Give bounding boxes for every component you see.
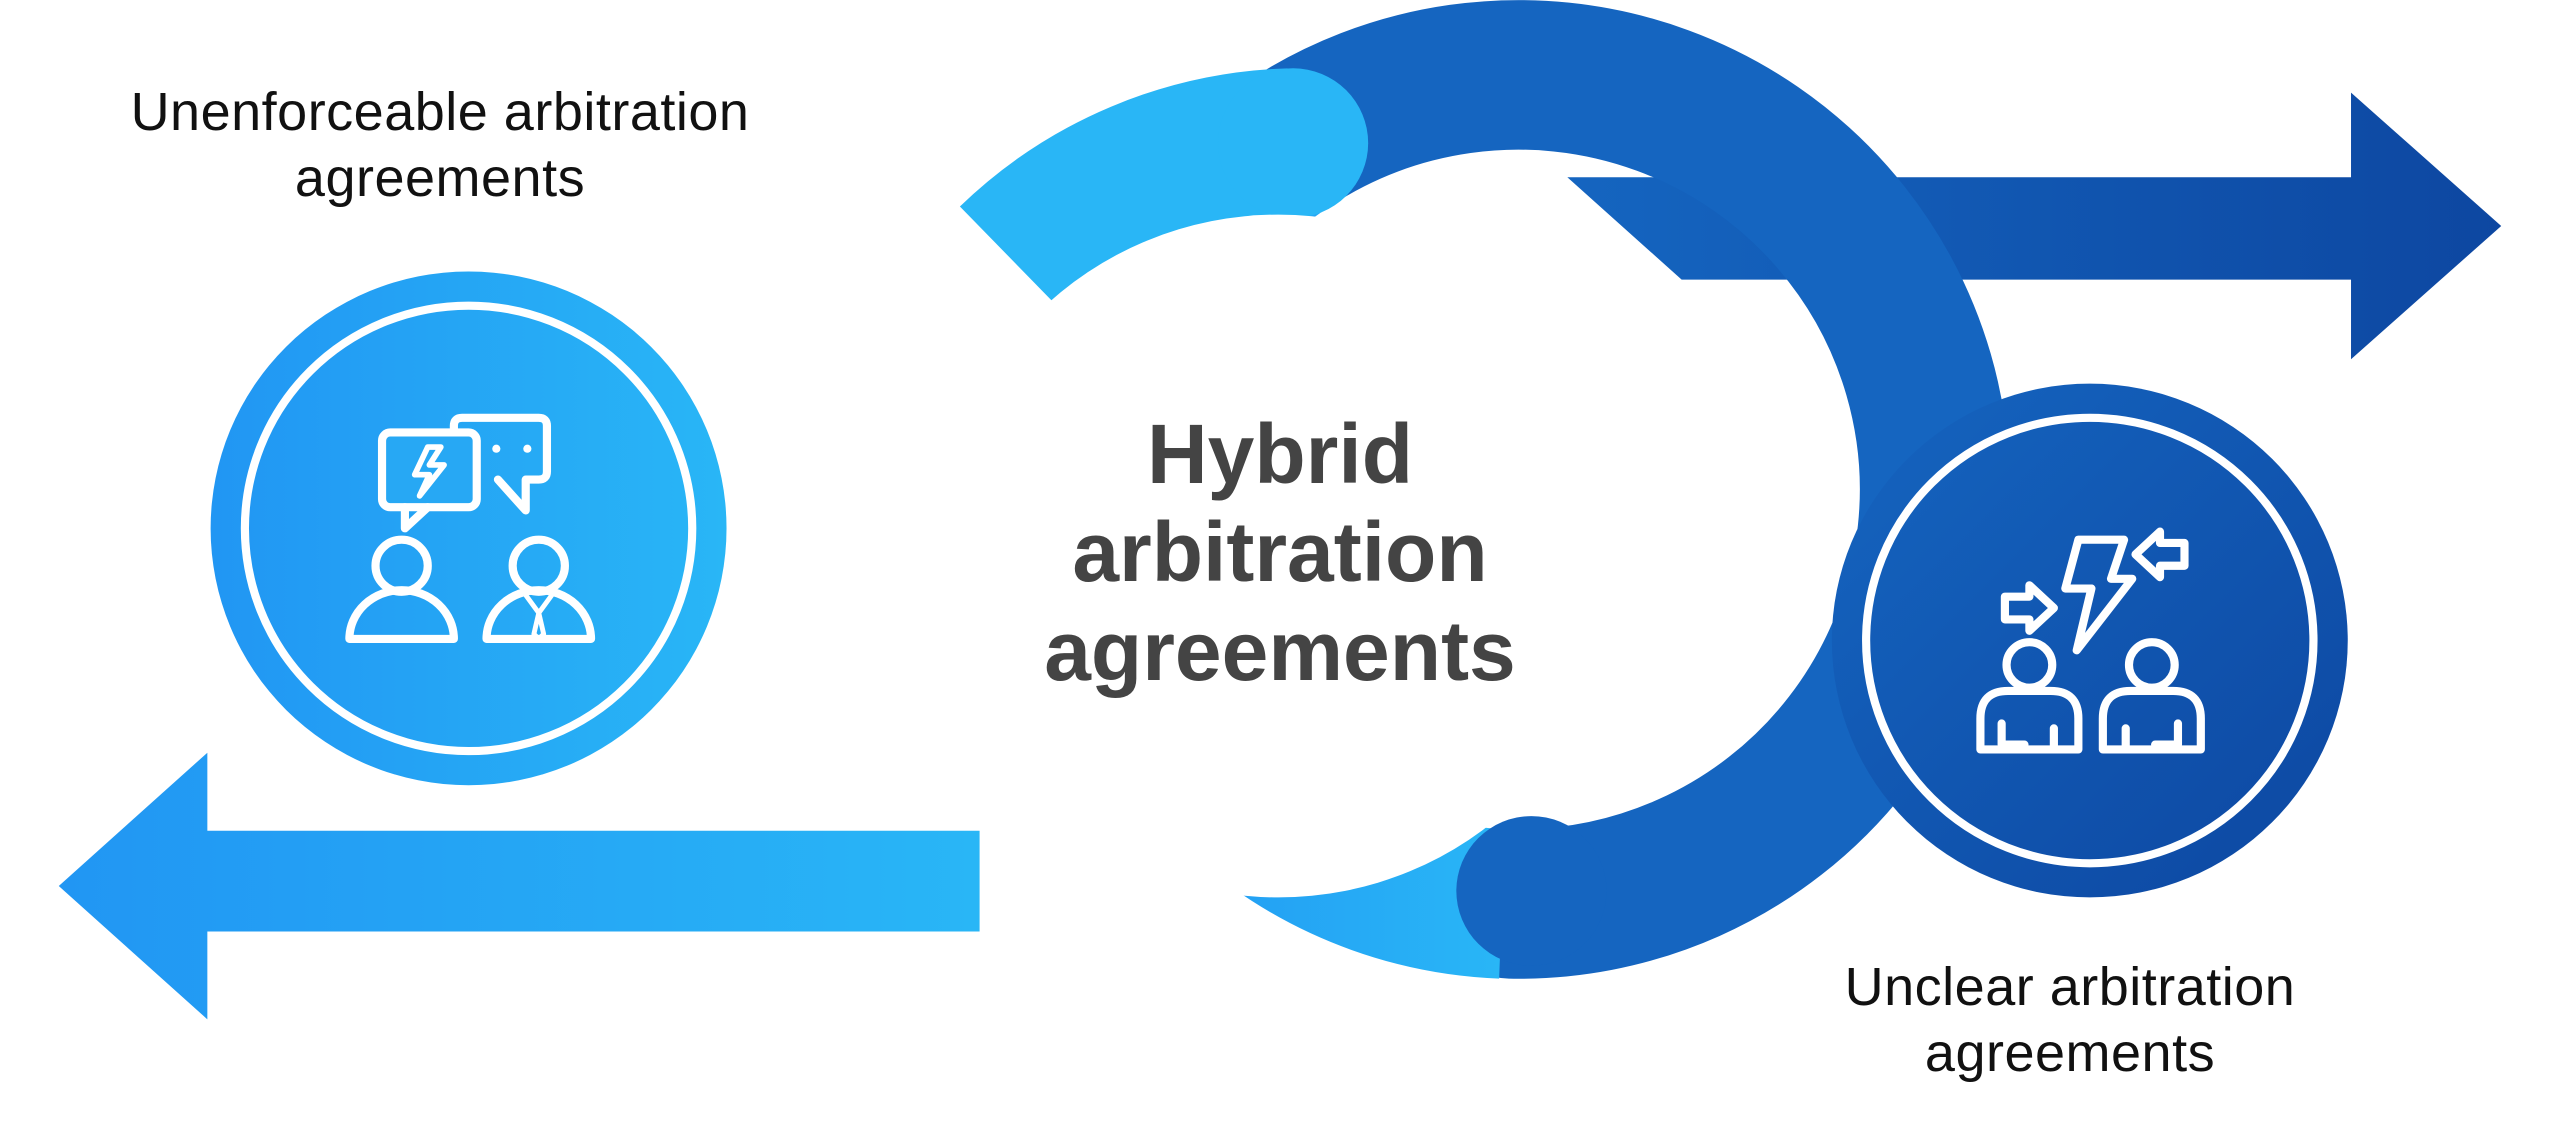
dispute-conversation-icon xyxy=(345,413,596,643)
left-item-label-line1: Unenforceable arbitration xyxy=(130,82,750,142)
left-item-label: Unenforceable arbitration agreements xyxy=(40,80,840,212)
right-item-label-line2: agreements xyxy=(1924,1022,2216,1083)
right-circle xyxy=(1831,383,2348,898)
conflict-people-icon xyxy=(1976,527,2205,754)
center-title-line3: agreements xyxy=(1044,603,1516,698)
center-title: Hybrid arbitration agreements xyxy=(960,405,1600,700)
dark-ring-cap xyxy=(1456,816,1607,966)
left-circle xyxy=(210,271,727,786)
right-item-label-line1: Unclear arbitration xyxy=(1844,957,2296,1017)
left-item-label-line2: agreements xyxy=(294,147,586,208)
dark-ring-arc xyxy=(1214,0,2010,979)
right-arrow xyxy=(1567,92,2502,360)
center-circle xyxy=(935,214,1622,898)
right-item-label: Unclear arbitration agreements xyxy=(1740,955,2400,1087)
center-title-line2: arbitration xyxy=(1072,505,1488,600)
left-arrow xyxy=(58,752,980,1020)
center-title-line1: Hybrid xyxy=(1146,407,1414,501)
